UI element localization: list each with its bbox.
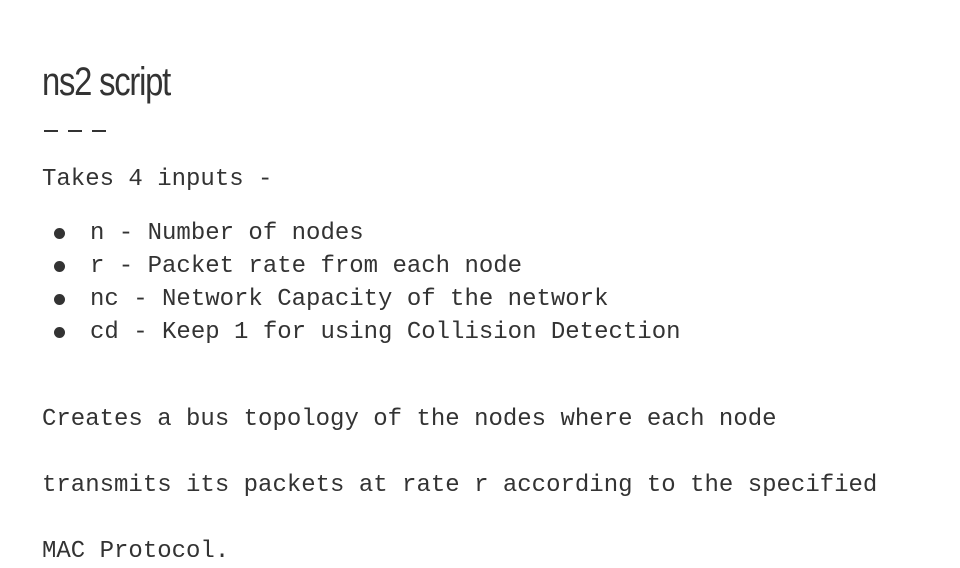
list-item-text: r - Packet rate from each node: [90, 253, 523, 280]
list-item: nc - Network Capacity of the network: [42, 283, 922, 316]
intro-text: Takes 4 inputs -: [42, 166, 273, 193]
bullet-icon: [54, 294, 65, 305]
title-divider: [44, 130, 106, 132]
list-item-text: cd - Keep 1 for using Collision Detectio…: [90, 319, 681, 346]
bullet-icon: [54, 261, 65, 272]
slide: ns2 script Takes 4 inputs - n - Number o…: [42, 60, 878, 565]
input-list: n - Number of nodes r - Packet rate from…: [42, 217, 922, 349]
slide-body: Takes 4 inputs - n - Number of nodes r -…: [42, 163, 922, 568]
list-item: r - Packet rate from each node: [42, 250, 922, 283]
description-line: transmits its packets at rate r accordin…: [42, 472, 878, 499]
list-item-text: nc - Network Capacity of the network: [90, 286, 609, 313]
bullet-icon: [54, 228, 65, 239]
list-item: cd - Keep 1 for using Collision Detectio…: [42, 316, 922, 349]
bullet-icon: [54, 327, 65, 338]
slide-title: ns2 script: [42, 60, 171, 104]
description-text: Creates a bus topology of the nodes wher…: [42, 370, 922, 568]
list-item-text: n - Number of nodes: [90, 220, 364, 247]
list-item: n - Number of nodes: [42, 217, 922, 250]
description-line: Creates a bus topology of the nodes wher…: [42, 406, 777, 433]
description-line: MAC Protocol.: [42, 538, 230, 565]
